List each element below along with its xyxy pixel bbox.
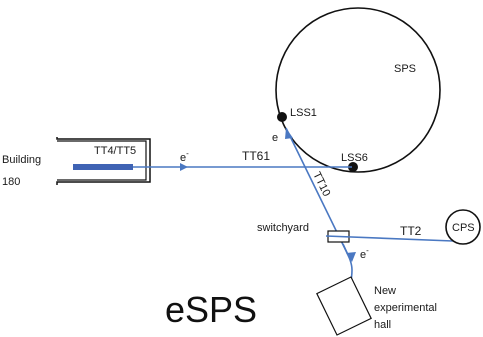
tt2-label: TT2 [400, 224, 422, 238]
building-number: 180 [2, 176, 20, 188]
cps-label: CPS [452, 222, 475, 234]
sps-ring [275, 7, 441, 173]
tt61-electron-minus: - [186, 149, 189, 158]
hall-electron-e: e [360, 249, 366, 261]
tt10-electron-label: e [272, 132, 278, 144]
tt61-label: TT61 [242, 149, 270, 163]
tt61-arrow [180, 163, 188, 171]
hall-electron-label: e- [360, 246, 369, 261]
tt2-beamline [325, 235, 454, 242]
lss6-label: LSS6 [341, 152, 368, 164]
experimental-label: experimental [374, 302, 437, 314]
lss6-marker [348, 162, 358, 172]
tt10-arrow [285, 128, 293, 139]
hall-arrow [346, 252, 356, 262]
hall-label: hall [374, 319, 391, 331]
tt61-electron-e: e [180, 152, 186, 164]
building-outline [56, 137, 151, 185]
lss1-marker [277, 112, 287, 122]
sps-label: SPS [394, 63, 416, 75]
tt10-electron-e: e [272, 132, 278, 144]
hall-electron-minus: - [366, 246, 369, 255]
esps-title: eSPS [165, 289, 257, 330]
tt61-electron-label: e- [180, 149, 189, 164]
lss1-label: LSS1 [290, 107, 317, 119]
new-label: New [374, 285, 396, 297]
switchyard-label: switchyard [257, 222, 309, 234]
experimental-hall-box [316, 276, 372, 336]
building-label: Building [2, 154, 41, 166]
building-inner-rail [57, 140, 147, 181]
cps-ring [445, 209, 481, 245]
linac-bar [73, 164, 133, 170]
tt4-tt5-label: TT4/TT5 [94, 145, 136, 157]
